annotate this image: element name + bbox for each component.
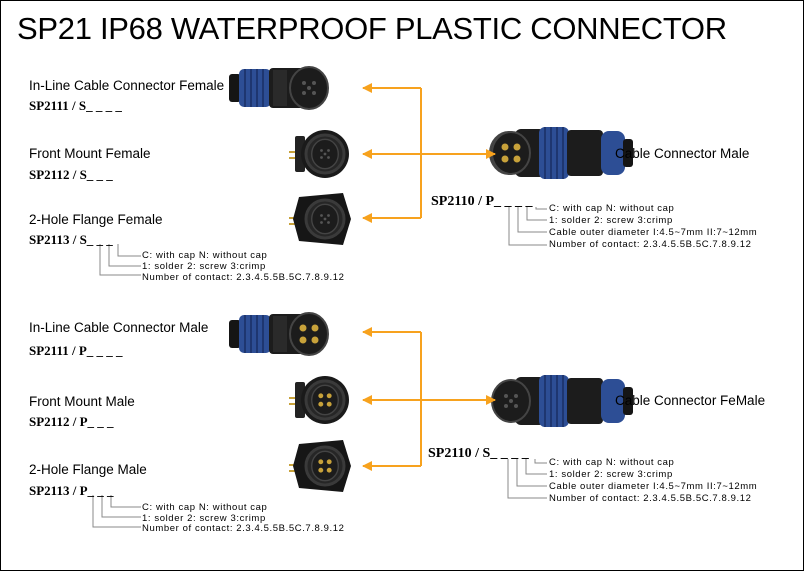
flange-male-image — [287, 438, 353, 494]
flange-female-label: 2-Hole Flange Female — [29, 212, 163, 227]
bottom-arrows — [362, 327, 496, 471]
top-left-legend-cap: C: with cap N: without cap — [142, 250, 268, 261]
top-left-legend-termination: 1: solder 2: screw 3:crimp — [142, 261, 266, 272]
front-mount-male-label: Front Mount Male — [29, 394, 135, 409]
bottom-right-legend-cap: C: with cap N: without cap — [549, 457, 675, 468]
bottom-left-legend-contacts: Number of contact: 2.3.4.5.5B.5C.7.8.9.1… — [142, 523, 345, 534]
page-title: SP21 IP68 WATERPROOF PLASTIC CONNECTOR — [17, 11, 727, 46]
inline-female-connector-image — [228, 66, 329, 110]
top-right-legend-cap: C: with cap N: without cap — [549, 203, 675, 214]
front-mount-female-label: Front Mount Female — [29, 146, 151, 161]
leader-lines — [92, 207, 547, 528]
flange-male-code: SP2113 / P_ _ _ — [29, 483, 114, 498]
front-mount-male-code: SP2112 / P_ _ _ — [29, 414, 114, 429]
front-mount-female-code: SP2112 / S_ _ _ — [29, 167, 113, 182]
flange-female-code: SP2113 / S_ _ _ — [29, 232, 113, 247]
top-right-legend-contacts: Number of contact: 2.3.4.5.5B.5C.7.8.9.1… — [549, 239, 752, 250]
inline-female-code: SP2111 / S_ _ _ _ — [29, 98, 122, 113]
inline-male-code: SP2111 / P_ _ _ _ — [29, 343, 123, 358]
bottom-right-legend-diameter: Cable outer diameter I:4.5~7mm II:7~12mm — [549, 481, 758, 492]
front-mount-female-image — [287, 128, 351, 180]
bottom-left-legend-termination: 1: solder 2: screw 3:crimp — [142, 513, 266, 524]
top-arrows — [362, 83, 496, 223]
top-right-legend-diameter: Cable outer diameter I:4.5~7mm II:7~12mm — [549, 227, 758, 238]
cable-connector-male-image — [489, 126, 634, 180]
bottom-right-legend-termination: 1: solder 2: screw 3:crimp — [549, 469, 673, 480]
flange-male-label: 2-Hole Flange Male — [29, 462, 147, 477]
inline-male-connector-image — [228, 312, 329, 356]
bottom-left-legend-cap: C: with cap N: without cap — [142, 502, 268, 513]
inline-female-label: In-Line Cable Connector Female — [29, 78, 225, 93]
cable-connector-male-code: SP2110 / P_ _ _ _ — [431, 194, 533, 209]
cable-connector-female-code: SP2110 / S_ _ _ _ — [428, 446, 529, 461]
cable-connector-female-image — [491, 374, 634, 428]
cable-connector-female-label: Cable Connector FeMale — [615, 393, 766, 408]
cable-connector-male-label: Cable Connector Male — [615, 146, 750, 161]
top-left-legend-contacts: Number of contact: 2.3.4.5.5B.5C.7.8.9.1… — [142, 272, 345, 283]
top-right-legend-termination: 1: solder 2: screw 3:crimp — [549, 215, 673, 226]
front-mount-male-image — [287, 374, 351, 426]
bottom-right-legend-contacts: Number of contact: 2.3.4.5.5B.5C.7.8.9.1… — [549, 493, 752, 504]
flange-female-image — [287, 191, 353, 247]
inline-male-label: In-Line Cable Connector Male — [29, 320, 209, 335]
